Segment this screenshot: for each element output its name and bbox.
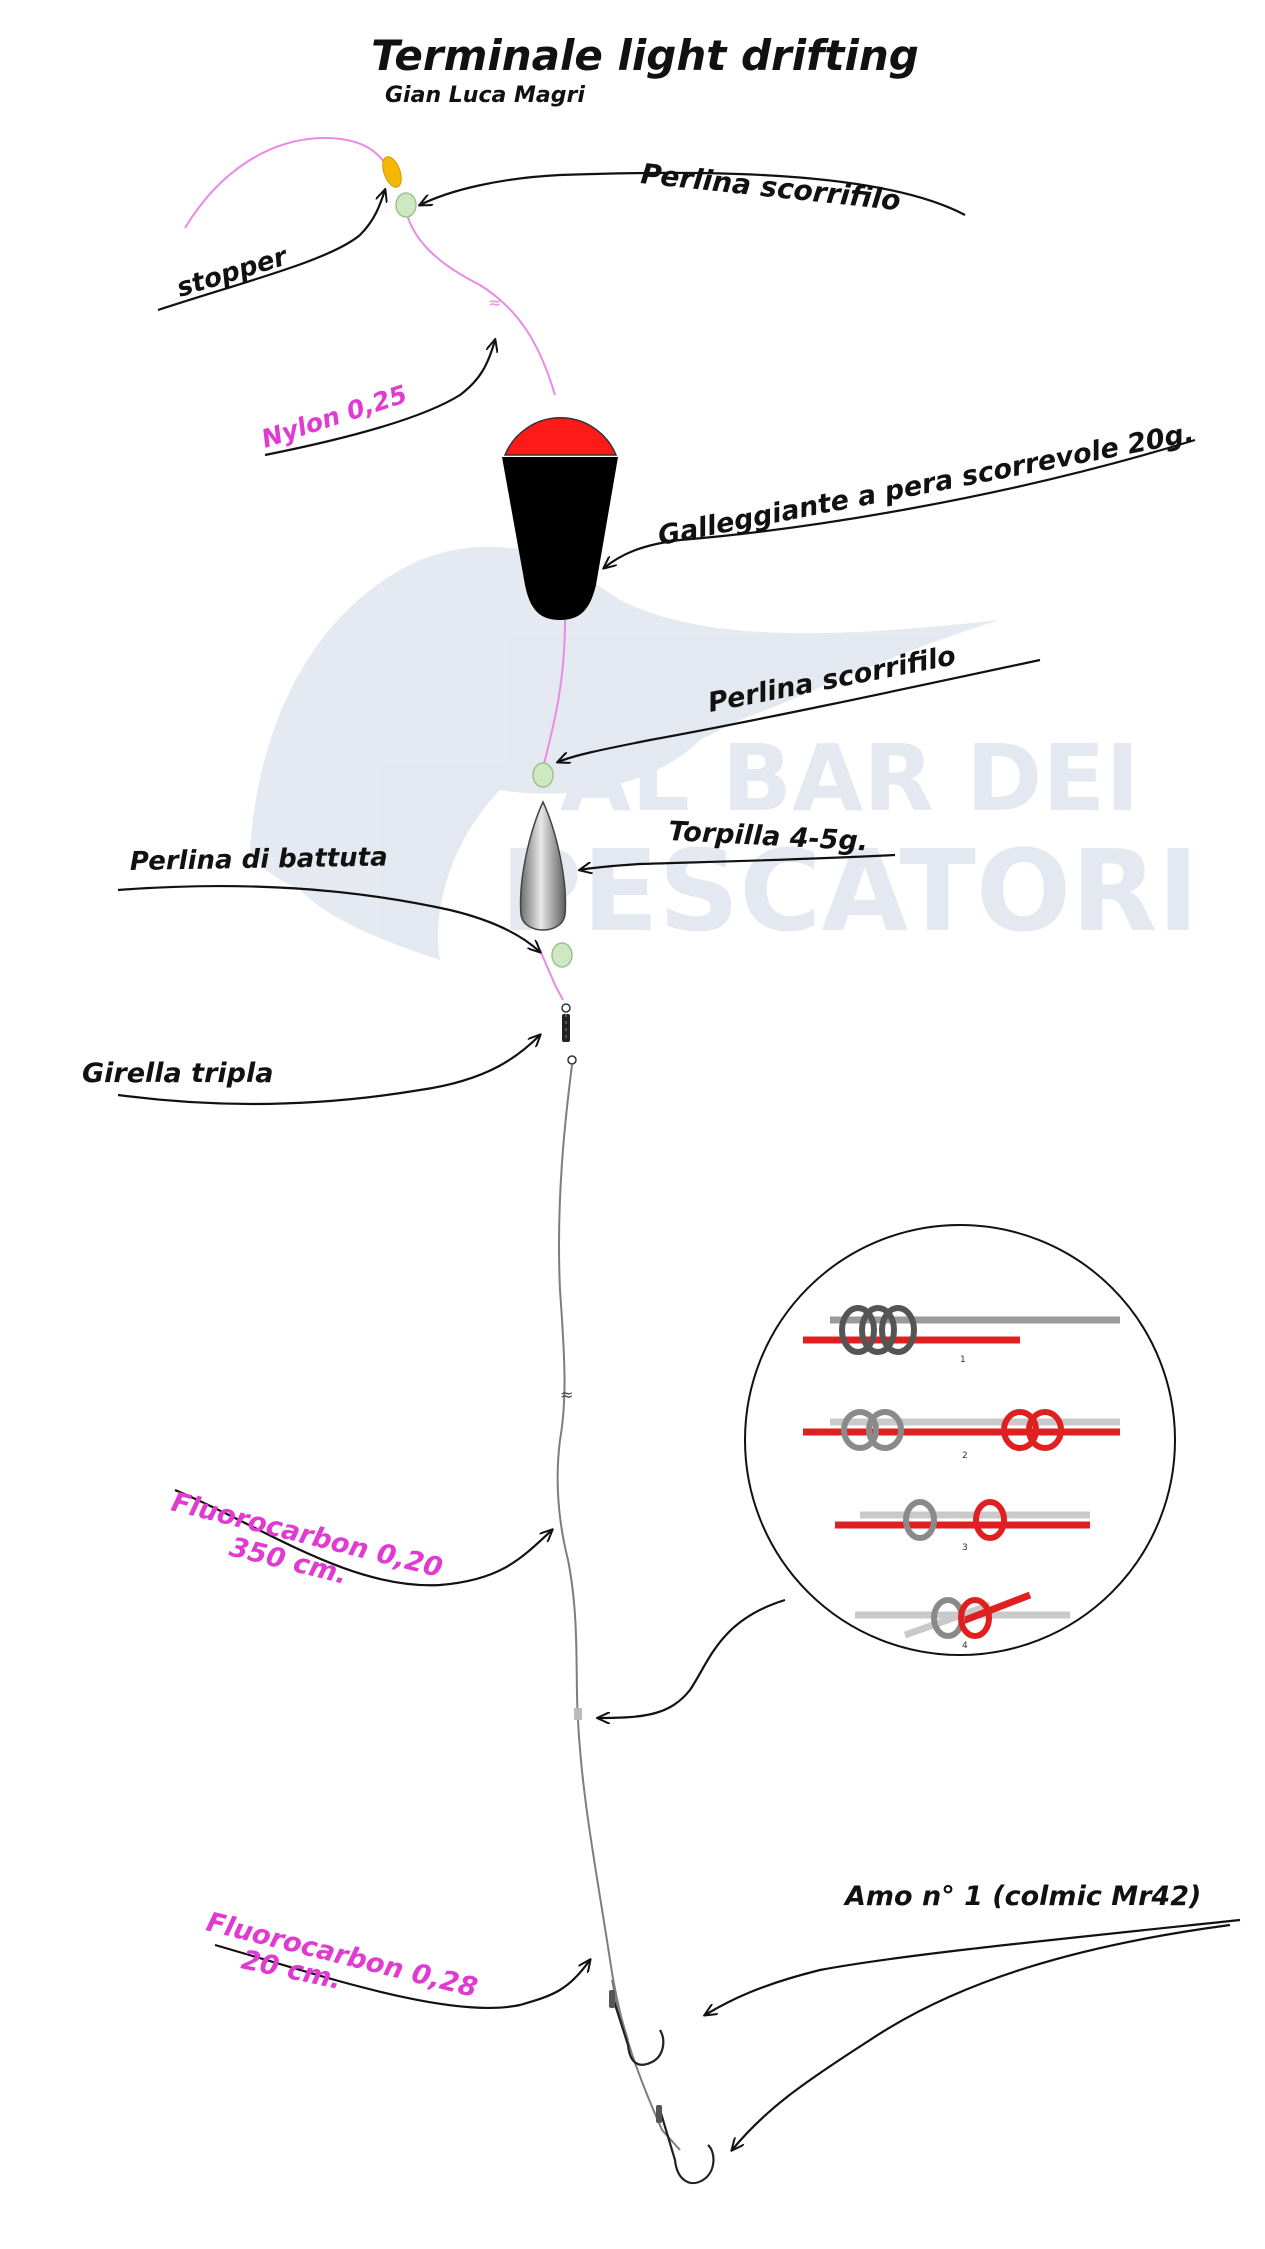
label-girella: Girella tripla	[82, 1058, 273, 1089]
bead-mid-icon	[532, 762, 554, 788]
label-amo: Amo n° 1 (colmic Mr42)	[843, 1881, 1201, 1912]
label-galleggiante: Galleggiante a pera scorrevole 20g.	[655, 417, 1196, 551]
label-perlina-battuta: Perlina di battuta	[130, 843, 388, 877]
arrow-girella	[117, 1035, 540, 1106]
watermark-fish-icon	[250, 546, 1000, 960]
knot-step-1-icon	[803, 1305, 1120, 1355]
lead-torpedo-icon	[519, 800, 567, 931]
stopper-icon	[382, 156, 402, 188]
arrow-perlina-mid	[558, 658, 1041, 762]
line-break-mark-1: ≈	[488, 293, 501, 312]
swivel-icon	[561, 1003, 577, 1065]
watermark-line2: PESCATORI	[500, 827, 1199, 957]
float-icon	[502, 417, 618, 620]
hook-1-icon	[609, 1990, 665, 2066]
label-nylon: Nylon 0,25	[258, 379, 411, 453]
knot-inset-circle	[744, 1224, 1176, 1656]
arrow-torpilla	[580, 853, 896, 870]
arrow-fluoro2	[214, 1943, 590, 2009]
line-break-mark-2: ≈	[560, 1385, 573, 1404]
label-stopper: stopper	[173, 241, 292, 303]
arrow-stopper	[157, 190, 385, 312]
knot-step-4-icon	[855, 1591, 1070, 1639]
hook-2-icon	[656, 2105, 715, 2185]
arrow-amo-2	[732, 1923, 1231, 2150]
author-name: Gian Luca Magri	[385, 83, 585, 108]
knot-step-1-label: 1	[960, 1355, 966, 1365]
arrow-galleggiante	[604, 438, 1196, 568]
bead-top-icon	[395, 192, 417, 218]
knot-step-2-label: 2	[962, 1451, 968, 1461]
bead-stop-icon	[551, 942, 573, 968]
knot-step-3-icon	[835, 1499, 1090, 1541]
watermark-line1: AL BAR DEI	[560, 725, 1140, 832]
watermark: AL BAR DEI PESCATORI	[250, 546, 1199, 960]
arrow-amo-1	[705, 1918, 1241, 2015]
label-perlina-top: Perlina scorrifilo	[639, 157, 902, 217]
arrow-perlina-battuta	[117, 884, 540, 952]
nylon-main-line	[184, 136, 566, 1001]
knot-marker	[574, 1708, 582, 1720]
knot-step-3-label: 3	[962, 1543, 968, 1553]
knot-inset: 1 2 3 4	[744, 1224, 1176, 1656]
fluorocarbon-line	[556, 1064, 681, 2151]
knot-step-4-label: 4	[962, 1641, 968, 1651]
arrows	[117, 171, 1241, 2150]
arrow-nylon	[264, 340, 495, 457]
arrow-knot	[598, 1598, 786, 1718]
page-title: Terminale light drifting	[371, 31, 919, 80]
arrow-fluoro1	[174, 1488, 552, 1587]
arrow-perlina-top	[420, 171, 966, 216]
knot-step-2-icon	[803, 1409, 1120, 1451]
